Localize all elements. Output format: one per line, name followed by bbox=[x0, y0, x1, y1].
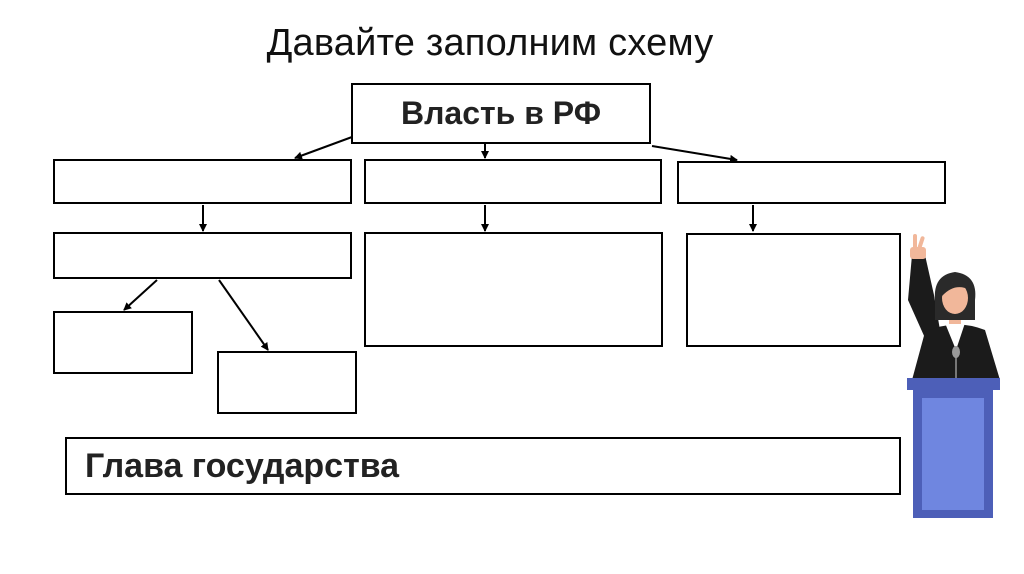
root-label: Власть в РФ bbox=[400, 95, 602, 131]
podium-panel bbox=[922, 398, 984, 510]
arrow-body-to-chamber-right bbox=[218, 279, 269, 351]
podium-top bbox=[907, 378, 1000, 390]
chamber-box-right bbox=[217, 351, 357, 414]
head-of-state-box: Глава государства bbox=[65, 437, 901, 495]
arrow-body-to-chamber-left bbox=[123, 279, 158, 311]
hand bbox=[910, 247, 926, 259]
slide-title: Давайте заполним схему bbox=[266, 22, 714, 64]
body-box-right bbox=[686, 233, 901, 347]
arrow-root-to-left bbox=[294, 136, 353, 160]
raised-arm bbox=[908, 255, 940, 338]
branch-box-right bbox=[677, 161, 946, 204]
arrow-root-to-right bbox=[651, 145, 738, 163]
head-of-state-label: Глава государства bbox=[85, 446, 400, 485]
body-box-middle bbox=[364, 232, 663, 347]
root-box: Власть в РФ bbox=[351, 83, 651, 144]
body-box-left bbox=[53, 232, 352, 279]
branch-box-left bbox=[53, 159, 352, 204]
chamber-box-left bbox=[53, 311, 193, 374]
branch-box-middle bbox=[364, 159, 662, 204]
microphone-icon bbox=[952, 346, 960, 358]
